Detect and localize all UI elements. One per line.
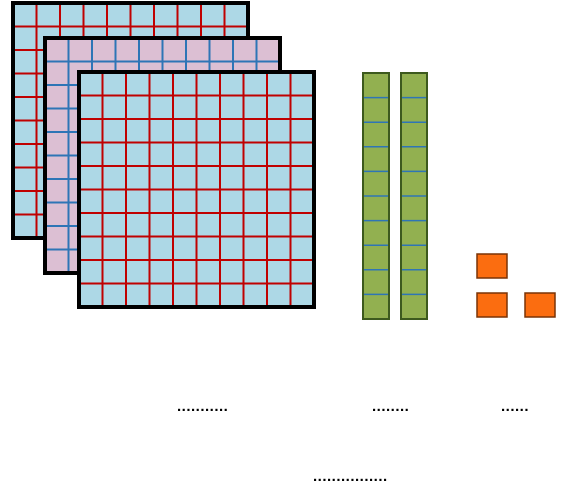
ten-rod-icon xyxy=(401,73,427,319)
unit-cube-icon xyxy=(477,254,507,278)
unit-cube-icon xyxy=(477,293,507,317)
hundred-flat-icon xyxy=(79,72,314,307)
hundreds-answer-blank[interactable]: ........... xyxy=(177,398,228,415)
ones-group xyxy=(477,254,555,317)
unit-cube-icon xyxy=(525,293,555,317)
hundreds-group xyxy=(13,3,314,307)
tens-group xyxy=(363,73,427,319)
tens-answer-blank[interactable]: ........ xyxy=(372,398,409,415)
ten-rod-icon xyxy=(363,73,389,319)
ones-answer-blank[interactable]: ...... xyxy=(501,398,529,415)
total-answer-blank[interactable]: ................ xyxy=(313,468,388,485)
